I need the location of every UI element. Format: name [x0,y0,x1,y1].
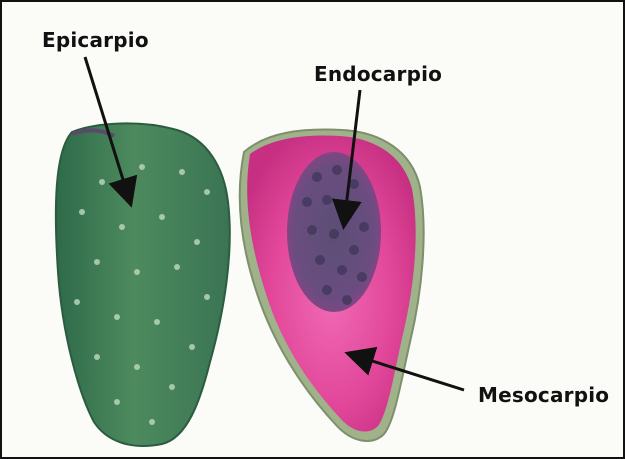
cut-fruit [240,130,424,441]
whole-fruit [56,123,230,446]
endocarp-label: Endocarpio [314,64,442,84]
mesocarp-label: Mesocarpio [478,385,609,405]
epicarp-label: Epicarpio [42,30,149,50]
